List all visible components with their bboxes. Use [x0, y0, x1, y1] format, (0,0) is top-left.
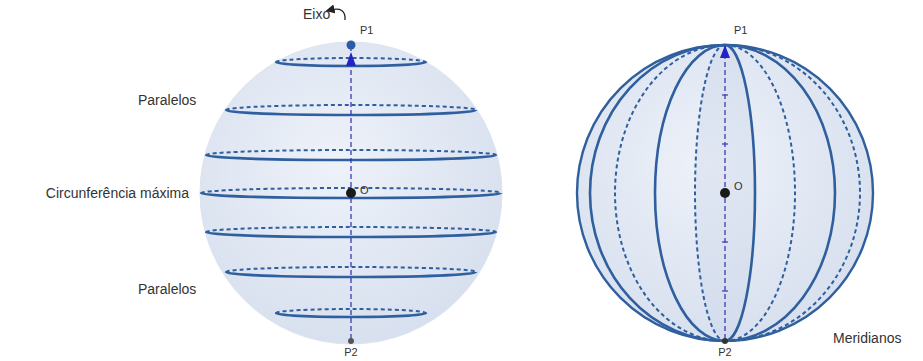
axis-label: Eixo [303, 7, 330, 22]
axis-arrowhead [720, 45, 730, 58]
center-point [346, 188, 356, 198]
point-label: O [734, 180, 743, 192]
rotation-arrow [330, 9, 345, 20]
sphere-parallels [200, 9, 502, 344]
sphere [577, 45, 873, 341]
point-label: O [360, 184, 369, 196]
point-label: P1 [734, 24, 747, 36]
pole-point [348, 338, 354, 344]
parallels-label: Paralelos [138, 93, 196, 108]
point-label: P2 [718, 346, 731, 358]
sphere [200, 42, 502, 344]
sphere-meridians [577, 45, 873, 344]
axis-arrowhead [346, 52, 356, 66]
parallels-label: Paralelos [138, 282, 196, 297]
point-label: P2 [344, 346, 357, 358]
meridians-label: Meridianos [833, 331, 901, 346]
pole-point [722, 338, 728, 344]
center-point [720, 188, 730, 198]
great-circle-label: Circunferência máxima [46, 186, 189, 201]
pole-point [347, 41, 356, 50]
point-label: P1 [360, 24, 373, 36]
